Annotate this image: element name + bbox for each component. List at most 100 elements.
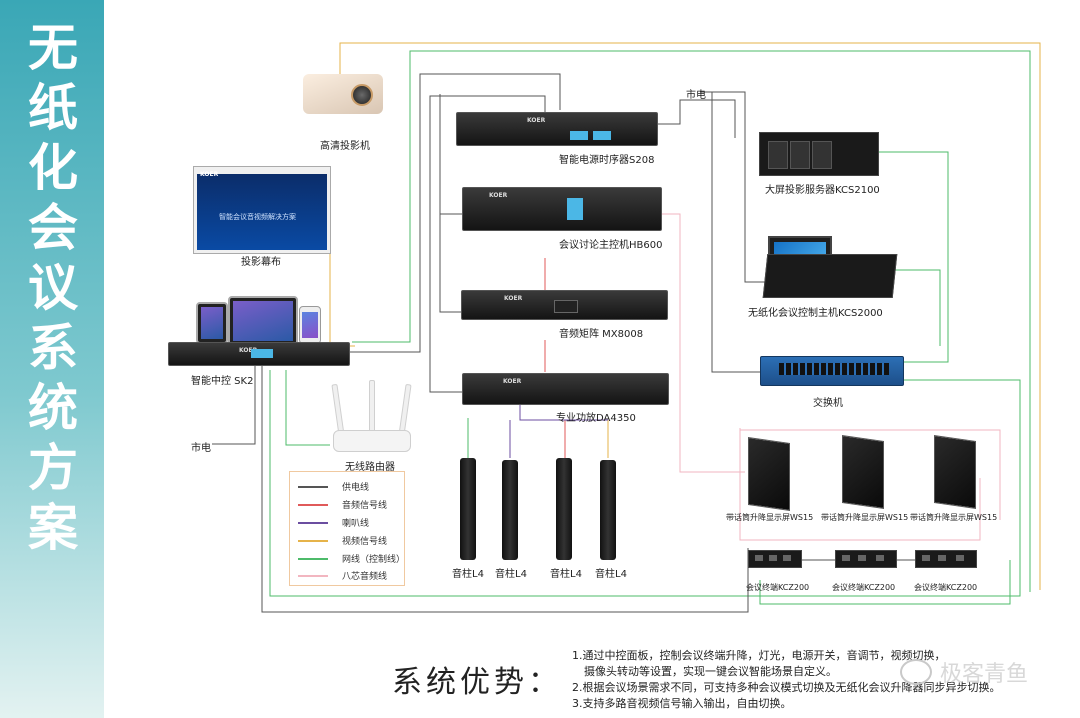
advantage-line: 3.支持多路音视频信号输入输出，自由切换。 [572,697,792,710]
speaker-image [502,460,518,560]
eight-core-wire [739,428,981,541]
drive-bay [768,141,788,169]
screen-text: 智能会议音视频解决方案 [219,213,296,221]
hb600-brand: KOER [489,192,508,199]
kcz200-label: 会议终端KCZ200 [914,583,978,592]
screen-display: 智能会议音视频解决方案 [197,174,327,250]
speaker-image [460,458,476,560]
watermark: 极客青鱼 [900,656,1028,688]
ws15-label: 带话筒升降显示屏WS15 [910,513,998,522]
eight-core-wire [740,429,1001,520]
port [938,555,946,561]
s208-label: 智能电源时序器S208 [559,155,655,166]
title-char: 会 [28,199,78,257]
vertical-title: 无 纸 化 会 议 系 统 方 案 [18,18,88,558]
legend-swatch [298,504,328,506]
mains-label-left: 市电 [191,443,211,454]
da4350-device-image: KOER [462,373,669,405]
projection-screen-image: 智能会议音视频解决方案 KOER [193,166,331,254]
speaker-wire [519,402,608,421]
power-wire [348,73,561,353]
sk2-display [251,349,273,358]
legend-item: 网线（控制线） [298,552,405,565]
legend-swatch [298,486,328,488]
hb600-label: 会议讨论主控机HB600 [559,240,663,251]
watermark-text: 极客青鱼 [940,662,1029,687]
port [956,555,964,561]
s208-display [593,131,611,140]
legend-label: 八芯音频线 [342,572,388,582]
kcz200-label: 会议终端KCZ200 [746,583,810,592]
advantages-title: 系统优势： [392,665,562,700]
hb600-device-image: KOER [462,187,662,231]
s208-brand: KOER [527,117,546,124]
power-wire [439,94,462,313]
legend-label: 供电线 [342,483,370,493]
title-char: 案 [28,499,78,557]
drive-bay [790,141,810,169]
tablet-image [228,296,298,346]
power-wire [429,95,546,393]
speaker-image [556,458,572,560]
s208-device-image: KOER [456,112,658,146]
screen-logo: KOER [200,171,219,178]
sk2-brand: KOER [239,347,258,354]
title-char: 纸 [28,79,78,137]
legend-label: 网线（控制线） [342,555,406,565]
port [922,555,930,561]
speaker-label: 音柱L4 [550,569,582,580]
title-char: 无 [28,19,78,77]
kcz200-device-image [835,550,897,568]
eight-core-wire [660,213,745,473]
advantage-line: 摄像头转动等设置，实现一键会议智能场景自定义。 [584,665,837,678]
switch-ports [779,363,889,375]
speaker-label: 音柱L4 [495,569,527,580]
sk2-device-image: KOER [168,342,350,366]
ws15-display-image [748,437,790,511]
ws15-label: 带话筒升降显示屏WS15 [821,513,909,522]
power-wire [655,99,736,138]
mx8008-brand: KOER [504,295,523,302]
title-char: 方 [28,439,78,497]
title-char: 议 [28,259,78,317]
video-wire [339,42,1041,590]
legend-item: 八芯音频线 [298,569,398,582]
mains-label-top: 市电 [686,90,706,101]
legend-item: 视频信号线 [298,534,398,547]
legend-item: 供电线 [298,480,398,493]
da4350-label: 专业功放DA4350 [556,413,636,424]
network-wire [285,370,330,446]
kcs2000-device-image [762,254,898,298]
chat-bubble-icon [900,659,932,685]
projector-label: 高清投影机 [320,141,370,152]
projector-image [303,74,383,114]
speaker-label: 音柱L4 [452,569,484,580]
legend-label: 音频信号线 [342,501,388,511]
power-wire [711,92,760,373]
kcs2100-device-image [759,132,879,176]
network-wire [895,269,941,346]
lens-icon [351,84,373,106]
switch-label: 交换机 [813,398,843,409]
tablet-small-image [196,302,228,344]
legend-swatch [298,522,328,524]
network-wire [269,370,1021,597]
port [858,555,866,561]
port [876,555,884,561]
power-wire [700,91,770,283]
mx8008-device-image: KOER [461,290,668,320]
router-image [333,430,411,452]
legend-item: 喇叭线 [298,516,398,529]
legend-item: 音频信号线 [298,498,398,511]
advantage-line: 1.通过中控面板，控制会议终端升降，灯光，电源开关，音调节，视频切换， [572,649,946,662]
legend-label: 视频信号线 [342,537,388,547]
kcz200-label: 会议终端KCZ200 [832,583,896,592]
kcz200-device-image [915,550,977,568]
title-char: 系 [28,319,78,377]
video-wire [329,166,355,347]
port [769,555,777,561]
port [783,555,791,561]
drive-bay [812,141,832,169]
ws15-display-image [842,435,884,509]
